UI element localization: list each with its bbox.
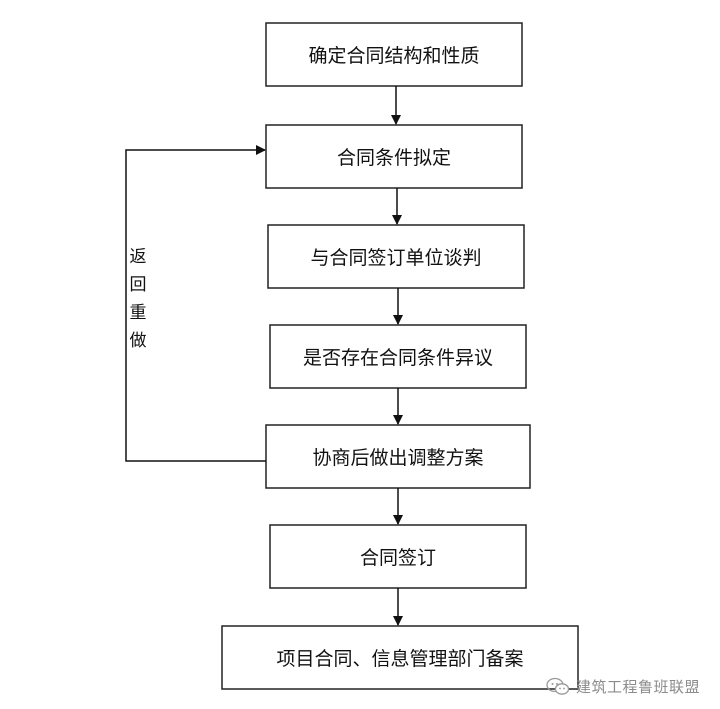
- step-draft-conditions: 合同条件拟定: [265, 124, 523, 189]
- step-negotiate: 与合同签订单位谈判: [267, 224, 525, 289]
- wechat-icon: [546, 677, 570, 697]
- step-label: 确定合同结构和性质: [308, 45, 479, 67]
- step-label: 是否存在合同条件异议: [303, 347, 493, 369]
- step-label: 与合同签订单位谈判: [310, 247, 481, 269]
- loop-label-char: 返: [130, 247, 147, 267]
- step-sign-contract: 合同签订: [269, 524, 527, 589]
- step-define-structure: 确定合同结构和性质: [265, 22, 523, 87]
- watermark-text: 建筑工程鲁班联盟: [575, 678, 700, 696]
- step-file-record: 项目合同、信息管理部门备案: [221, 625, 579, 690]
- loop-back-arrow: [125, 145, 266, 462]
- step-check-objection: 是否存在合同条件异议: [269, 324, 527, 389]
- watermark: 建筑工程鲁班联盟: [546, 676, 700, 697]
- loop-label-char: 回: [130, 275, 147, 295]
- step-label: 合同签订: [360, 547, 436, 569]
- step-label: 协商后做出调整方案: [312, 447, 483, 469]
- loop-label: 返 回 重 做: [130, 247, 147, 351]
- step-label: 合同条件拟定: [337, 147, 451, 169]
- step-adjust-plan: 协商后做出调整方案: [265, 424, 531, 489]
- loop-label-char: 做: [130, 331, 147, 351]
- step-label: 项目合同、信息管理部门备案: [276, 648, 523, 670]
- loop-label-char: 重: [130, 303, 147, 323]
